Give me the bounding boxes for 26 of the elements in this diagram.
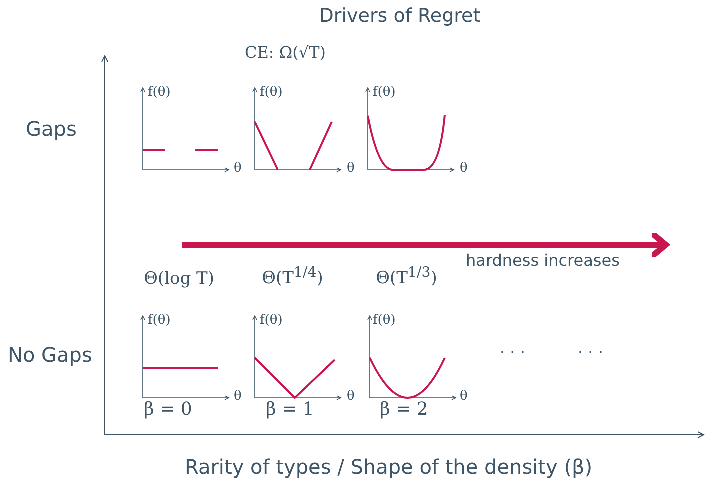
diagram-title: Drivers of Regret xyxy=(318,6,482,27)
arrow-label: hardness increases xyxy=(466,252,620,270)
function-label: f(θ) xyxy=(373,86,396,100)
complexity-label: Θ(log T) xyxy=(144,270,214,289)
function-label: f(θ) xyxy=(148,86,171,100)
axis-label: Rarity of types / Shape of the density (β) xyxy=(185,456,593,478)
row-label: No Gaps xyxy=(8,344,92,366)
ellipsis: · · · xyxy=(578,344,604,362)
function-label: f(θ) xyxy=(260,86,283,100)
axis-label: θ xyxy=(234,162,242,176)
axis-label: θ xyxy=(347,390,355,404)
row-label: Gaps xyxy=(26,118,77,140)
complexity-label: CE: Ω(√T) xyxy=(245,44,326,62)
axis-label: θ xyxy=(347,162,355,176)
axis-label: θ xyxy=(234,390,242,404)
function-label: f(θ) xyxy=(373,314,396,328)
complexity-label: Θ(T$^{1/4}$) xyxy=(262,266,324,288)
complexity-label: Θ(T$^{1/3}$) xyxy=(376,266,438,288)
parameter-label: β = 0 xyxy=(144,400,192,420)
axis-label: θ xyxy=(460,390,468,404)
function-label: f(θ) xyxy=(260,314,283,328)
parameter-label: β = 2 xyxy=(380,400,428,420)
axis-label: θ xyxy=(460,162,468,176)
ellipsis: · · · xyxy=(500,344,526,362)
function-label: f(θ) xyxy=(148,314,171,328)
parameter-label: β = 1 xyxy=(266,400,314,420)
